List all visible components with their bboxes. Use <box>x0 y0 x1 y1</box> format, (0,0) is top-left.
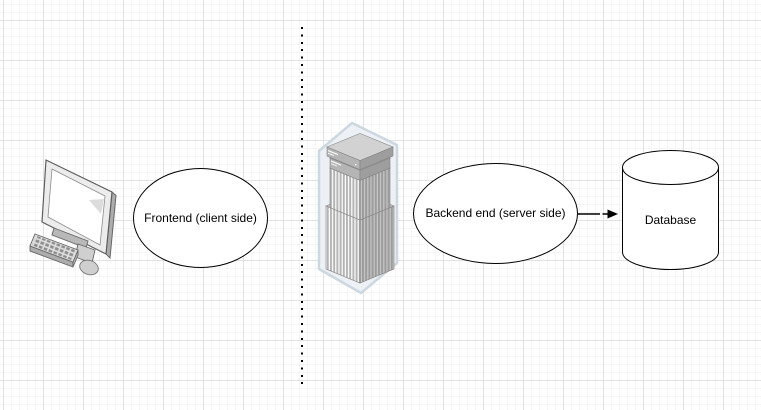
database-cylinder[interactable]: Database <box>622 150 719 270</box>
client-server-divider[interactable] <box>301 27 303 389</box>
database-label: Database <box>644 213 697 227</box>
screen-reflection <box>89 199 104 214</box>
arrowhead-icon <box>607 209 618 219</box>
monitor-screen <box>47 168 106 246</box>
server-slab-1 <box>326 133 394 171</box>
backend-label: Backend end (server side) <box>425 206 566 221</box>
connector-arrow[interactable] <box>577 206 621 222</box>
backend-ellipse[interactable]: Backend end (server side) <box>413 163 578 264</box>
keyboard-keys <box>31 235 77 261</box>
mouse-icon <box>79 259 99 276</box>
cylinder-shape <box>622 150 719 270</box>
desktop-computer-icon[interactable] <box>15 150 130 295</box>
frontend-label: Frontend (client side) <box>144 210 257 225</box>
server-rack-icon[interactable] <box>314 120 402 296</box>
frontend-ellipse[interactable]: Frontend (client side) <box>133 168 268 268</box>
